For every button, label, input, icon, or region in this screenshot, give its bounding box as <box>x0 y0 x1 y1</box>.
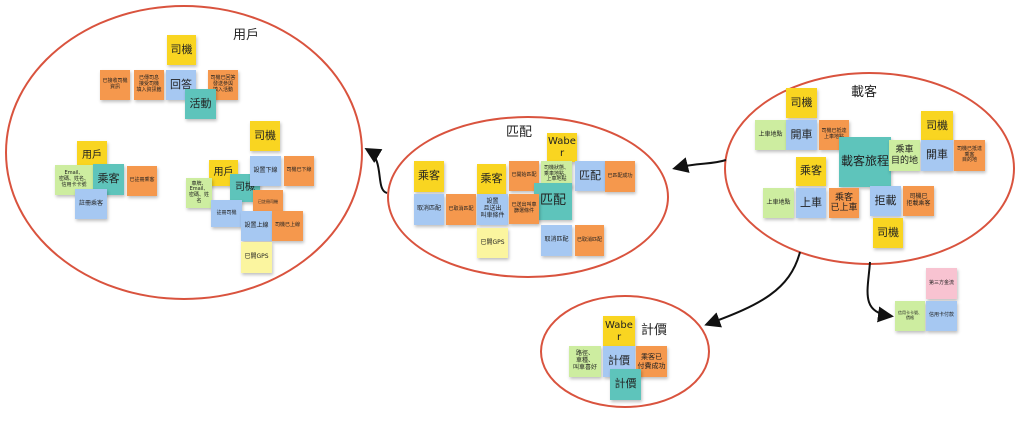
sticky-note: 乘客已 付費成功 <box>636 346 667 377</box>
sticky-note: 已註冊司機 <box>253 190 283 214</box>
sticky-note: 匹配 <box>534 183 572 220</box>
sticky-note: 載客旅程 <box>839 137 891 187</box>
sticky-note: 信用卡卡號、 價格 <box>895 301 925 331</box>
sticky-note: 取消匹配 <box>541 225 572 256</box>
sticky-note: Waber <box>547 133 577 162</box>
sticky-note: 註冊乘客 <box>75 189 107 219</box>
sticky-note: 司機已抵達 乘客 目的地 <box>954 140 985 171</box>
sticky-note: 已註冊乘客 <box>127 166 157 196</box>
cluster-carry-title: 載客 <box>851 85 878 100</box>
sticky-note: 已開GPS <box>241 242 272 273</box>
sticky-note: 已匹配成功 <box>605 161 635 192</box>
sticky-note: 註冊司機 <box>211 200 242 227</box>
sticky-note: 乘車 目的地 <box>889 140 920 171</box>
sticky-note: 司機 <box>786 88 817 118</box>
sticky-note: 匹配 <box>575 161 605 191</box>
sticky-note: 取消匹配 <box>414 194 444 225</box>
arrow-carry-to-payment <box>866 261 894 323</box>
sticky-note: 開車 <box>786 120 817 150</box>
arrow-match-to-user <box>364 147 388 194</box>
sticky-note: 上車 <box>796 188 826 218</box>
sticky-note: 司機 <box>873 218 903 248</box>
cluster-user-title: 用戶 <box>233 28 260 43</box>
sticky-note: 司機 <box>250 121 280 151</box>
sticky-note: 已取消匹配 <box>575 225 604 256</box>
arrow-carry-to-price <box>704 251 801 328</box>
sticky-note: 乘客 <box>796 157 826 186</box>
sticky-note: 第三方金流 <box>926 268 957 299</box>
cluster-user-ellipse <box>5 5 363 300</box>
sticky-note: 開車 <box>921 140 953 171</box>
sticky-note: 已傳司息 接受司機 填入資訊籤 <box>134 70 164 100</box>
arrow-carry-to-match <box>672 157 727 173</box>
sticky-note: 司機已 拒載乘客 <box>903 186 934 216</box>
cluster-match-title: 匹配 <box>506 125 533 140</box>
sticky-note: 已開GPS <box>477 228 508 258</box>
sticky-note: 信用卡付款 <box>926 301 957 331</box>
sticky-note: 拒載 <box>870 186 901 216</box>
cluster-price-title: 計價 <box>641 323 668 338</box>
sticky-note: 已送出叫車 篩選條件 <box>509 194 539 224</box>
sticky-note: 設置上線 <box>241 211 272 241</box>
sticky-note: 司機已上線 <box>272 211 303 241</box>
sticky-note: 司機已下線 <box>284 156 314 186</box>
sticky-note: 乘客 已上車 <box>829 188 859 218</box>
sticky-note: 計價 <box>610 369 641 400</box>
sticky-note: 司機 <box>167 35 196 65</box>
sticky-note: Waber <box>603 316 635 347</box>
sticky-note: 司機 <box>921 111 953 141</box>
sticky-note: 車牌、 Email、 密碼、姓名 <box>186 178 212 208</box>
sticky-note: 設置下線 <box>250 156 281 186</box>
sticky-note: 活動 <box>185 89 216 119</box>
sticky-note: 乘客 <box>414 161 444 192</box>
sticky-note: 已接收司機資訊 <box>100 70 130 100</box>
sticky-note: 上車地點 <box>755 120 786 150</box>
cluster-price-ellipse <box>540 295 710 408</box>
sticky-note: 已取消匹配 <box>446 194 476 225</box>
sticky-note: 上車地點 <box>763 188 794 218</box>
cluster-match-ellipse <box>387 116 669 278</box>
sticky-note: 乘客 <box>477 164 506 194</box>
sticky-note: 路徑、 車種、 叫車喜好 <box>569 346 601 377</box>
sticky-note: 設置 且送出 叫車條件 <box>477 194 508 225</box>
